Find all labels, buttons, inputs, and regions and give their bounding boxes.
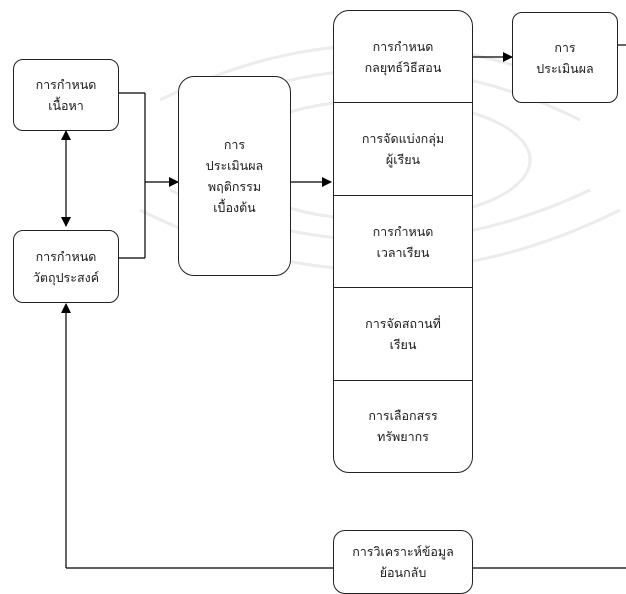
node-objectives-label: การกำหนด วัตถุประสงค์ [32,248,100,285]
node-feedback: การวิเคราะห์ข้อมูล ย้อนกลับ [333,530,473,594]
stack-cell-grouping-label: การจัดแบ่งกลุ่ม ผู้เรียน [361,131,445,168]
strategy-stack: การกำหนด กลยุทธ์วิธีสอน การจัดแบ่งกลุ่ม … [333,10,473,473]
stack-cell-grouping: การจัดแบ่งกลุ่ม ผู้เรียน [334,102,472,194]
node-objectives: การกำหนด วัตถุประสงค์ [13,230,119,303]
stack-cell-space-label: การจัดสถานที่ เรียน [365,315,441,352]
node-pre-assessment-label: การ ประเมินผล พฤติกรรม เบื้องต้น [205,137,264,215]
node-evaluation-label: การ ประเมินผล [536,39,594,76]
node-evaluation: การ ประเมินผล [512,12,618,103]
stack-cell-time-label: การกำหนด เวลาเรียน [372,223,434,260]
stack-cell-resources: การเลือกสรร ทรัพยากร [334,379,472,472]
stack-cell-strategies: การกำหนด กลยุทธ์วิธีสอน [334,11,472,102]
stack-cell-resources-label: การเลือกสรร ทรัพยากร [368,408,438,445]
node-content: การกำหนด เนื้อหา [13,59,119,131]
node-content-label: การกำหนด เนื้อหา [35,77,97,113]
stack-cell-space: การจัดสถานที่ เรียน [334,287,472,379]
stack-cell-time: การกำหนด เวลาเรียน [334,194,472,287]
node-pre-assessment: การ ประเมินผล พฤติกรรม เบื้องต้น [178,76,291,276]
stack-cell-strategies-label: การกำหนด กลยุทธ์วิธีสอน [364,38,442,75]
node-feedback-label: การวิเคราะห์ข้อมูล ย้อนกลับ [352,544,454,580]
